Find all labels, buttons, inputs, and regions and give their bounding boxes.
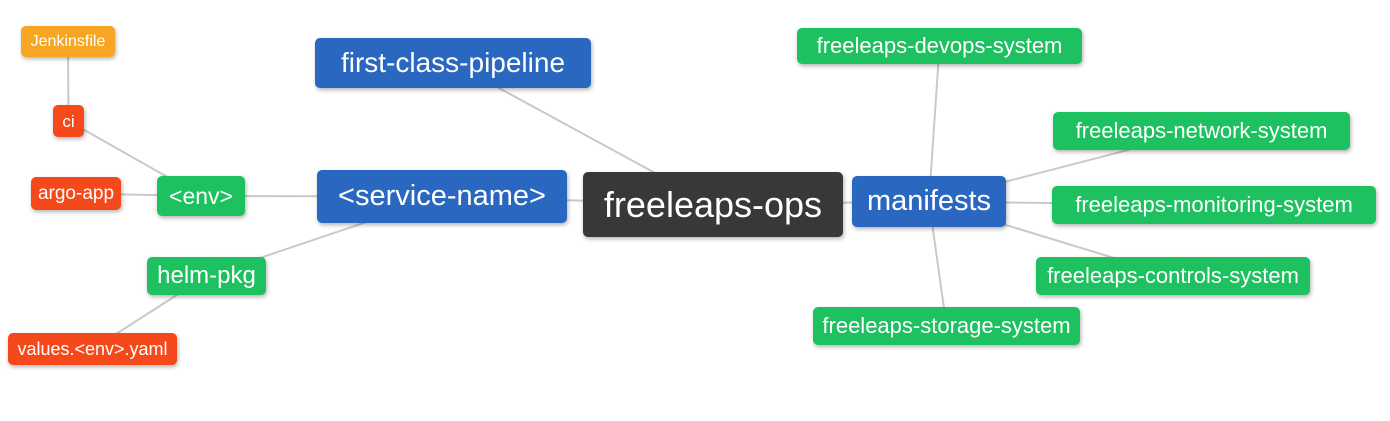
node-env[interactable]: <env> <box>157 176 245 216</box>
node-service-name[interactable]: <service-name> <box>317 170 567 223</box>
node-first-class-pipeline[interactable]: first-class-pipeline <box>315 38 591 88</box>
node-jenkinsfile[interactable]: Jenkinsfile <box>21 26 115 57</box>
node-manifests[interactable]: manifests <box>852 176 1006 227</box>
node-ci[interactable]: ci <box>53 105 84 137</box>
node-freeleaps-ops[interactable]: freeleaps-ops <box>583 172 843 237</box>
node-helm-pkg[interactable]: helm-pkg <box>147 257 266 295</box>
node-values-env-yaml[interactable]: values.<env>.yaml <box>8 333 177 365</box>
node-freeleaps-controls-system[interactable]: freeleaps-controls-system <box>1036 257 1310 295</box>
node-argo-app[interactable]: argo-app <box>31 177 121 210</box>
node-freeleaps-storage-system[interactable]: freeleaps-storage-system <box>813 307 1080 345</box>
node-freeleaps-network-system[interactable]: freeleaps-network-system <box>1053 112 1350 150</box>
edge-manifests--freeleaps-devops-system <box>928 45 941 202</box>
node-freeleaps-devops-system[interactable]: freeleaps-devops-system <box>797 28 1082 64</box>
node-freeleaps-monitoring-system[interactable]: freeleaps-monitoring-system <box>1052 186 1376 224</box>
